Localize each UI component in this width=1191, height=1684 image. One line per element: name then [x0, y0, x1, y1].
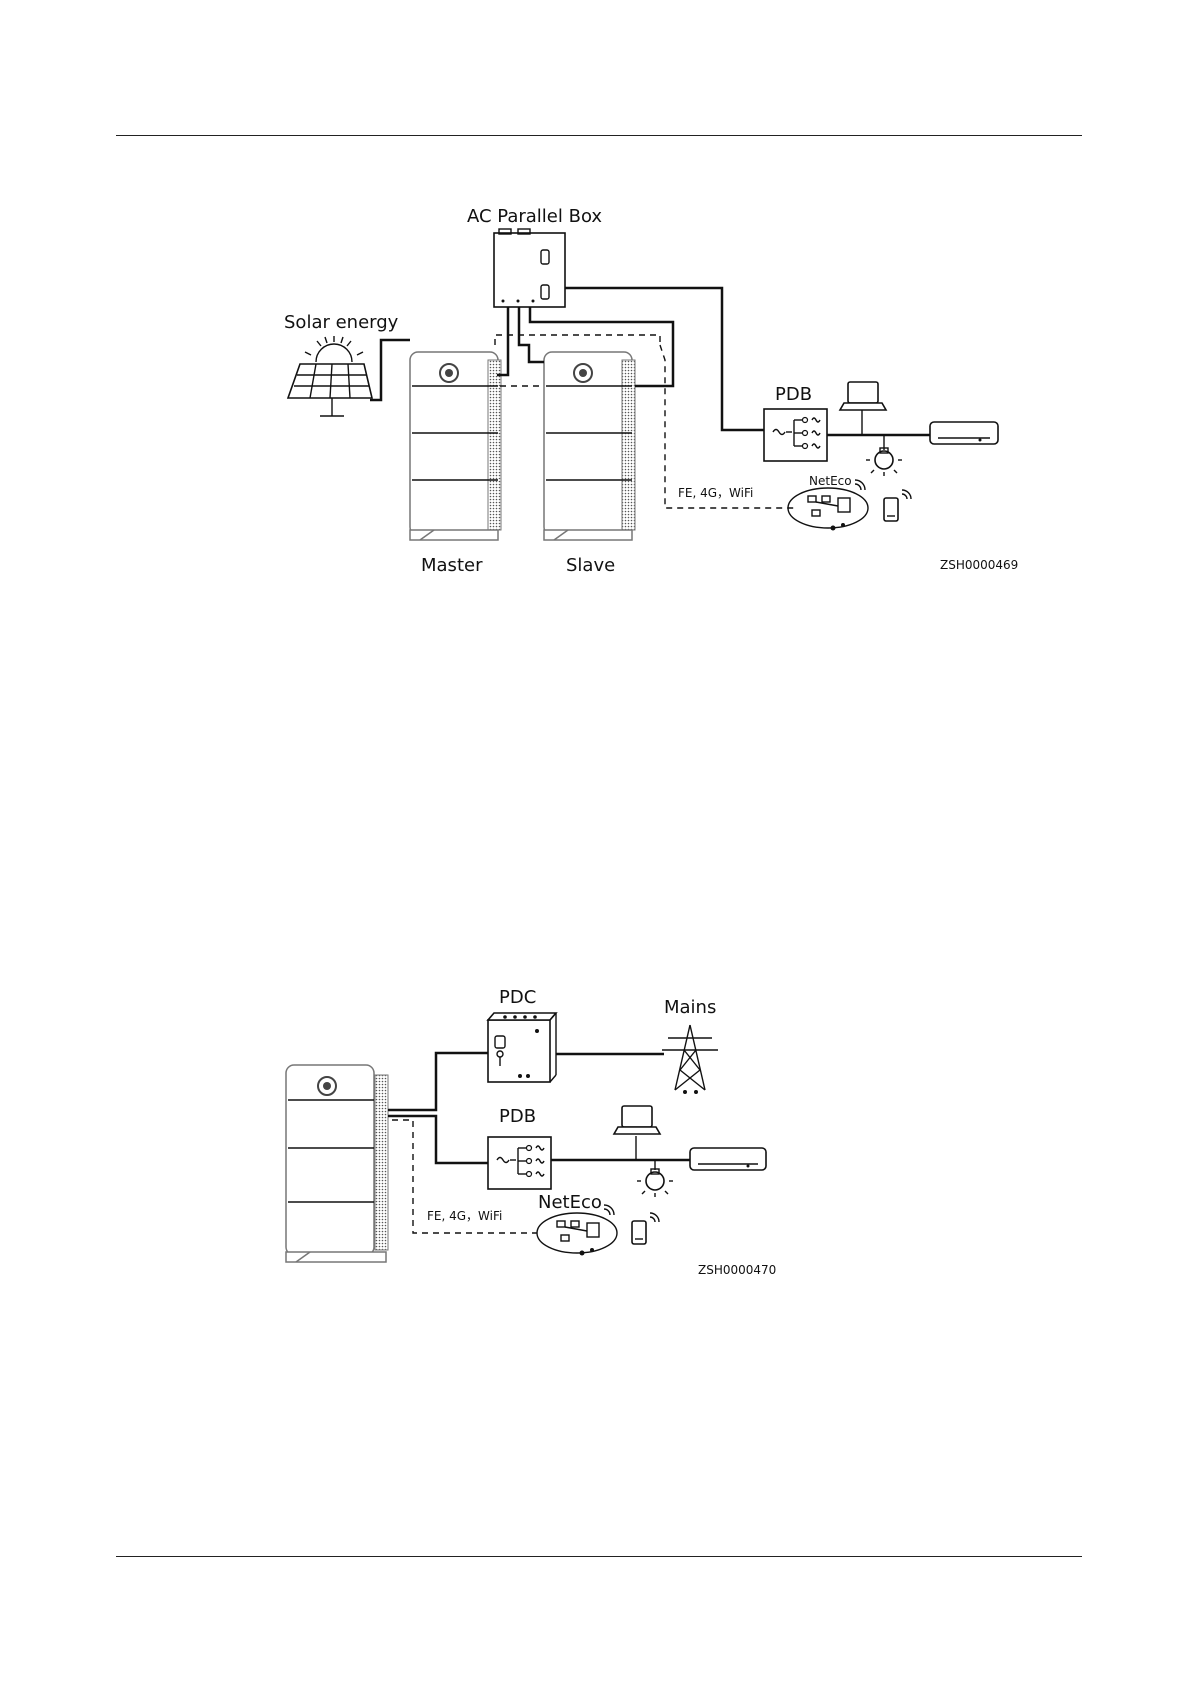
air-conditioner-icon	[930, 422, 998, 444]
master-battery-cabinet	[410, 352, 501, 540]
air-conditioner-icon-2	[690, 1148, 766, 1170]
slave-label: Slave	[566, 555, 615, 576]
pdb-icon	[764, 409, 827, 461]
master-label: Master	[421, 555, 483, 576]
light-bulb-icon-2	[637, 1169, 673, 1197]
transmission-tower-icon	[662, 1025, 718, 1094]
neteco-label: NetEco	[809, 474, 852, 488]
solar-energy-label: Solar energy	[284, 312, 399, 333]
pdc-icon	[488, 1013, 556, 1082]
mobile-phone-icon	[884, 490, 911, 521]
diagram-1: AC Parallel Box Solar energy	[284, 206, 1018, 576]
figure-code-2: ZSH0000470	[698, 1263, 776, 1277]
figure-code-1: ZSH0000469	[940, 558, 1018, 572]
pdc-label: PDC	[499, 987, 536, 1008]
light-bulb-icon	[866, 448, 902, 476]
ac-parallel-box	[494, 229, 565, 307]
ac-parallel-box-label: AC Parallel Box	[467, 206, 602, 227]
pdc-cable	[388, 1053, 488, 1110]
pdb-label-2: PDB	[499, 1106, 536, 1127]
mains-label: Mains	[664, 997, 716, 1018]
neteco-label-2: NetEco	[538, 1192, 602, 1213]
pdb-label: PDB	[775, 384, 812, 405]
pdb-icon-2	[488, 1137, 551, 1189]
pdb-cable-2	[388, 1116, 488, 1163]
mobile-phone-icon-2	[632, 1213, 659, 1244]
comm-label: FE, 4G，WiFi	[678, 486, 753, 500]
slave-battery-cabinet	[544, 352, 635, 540]
comm-label-2: FE, 4G，WiFi	[427, 1209, 502, 1223]
solar-panel-icon	[288, 336, 372, 416]
solar-cable	[370, 340, 410, 400]
laptop-icon	[840, 382, 886, 410]
battery-cabinet	[286, 1065, 388, 1262]
diagram-2: FE, 4G，WiFi PDC	[286, 987, 776, 1277]
laptop-icon-2	[614, 1106, 660, 1134]
